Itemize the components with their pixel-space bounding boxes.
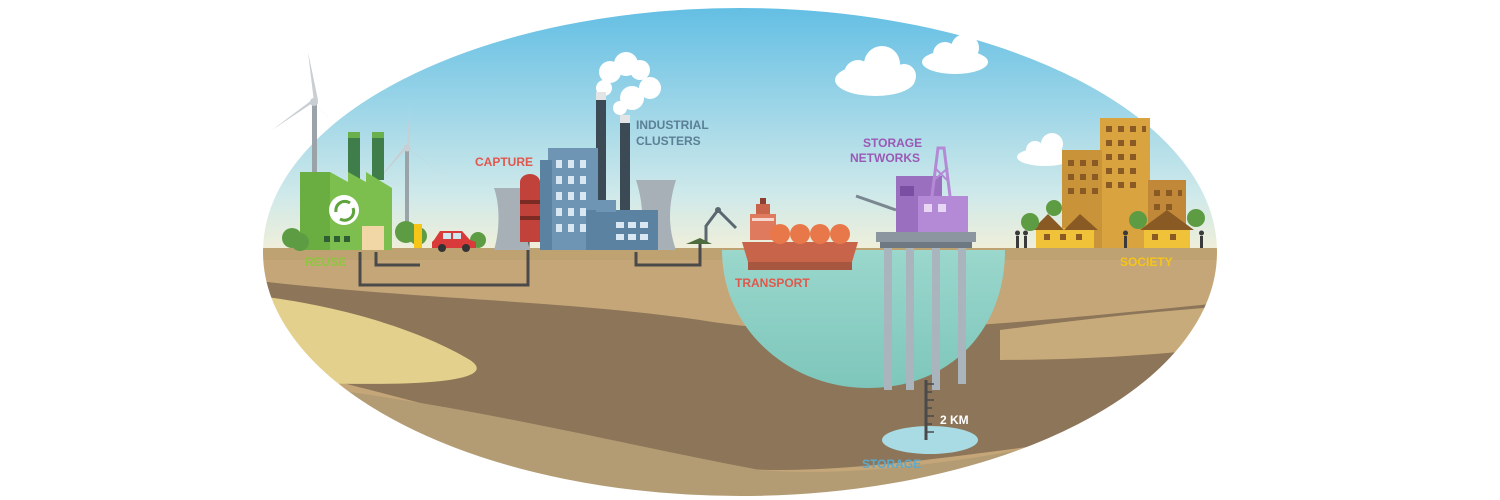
label-society: SOCIETY (1120, 255, 1173, 269)
ship-icon (742, 198, 858, 270)
depth-scale (926, 383, 934, 433)
factory-icon (540, 92, 658, 250)
label-storage: STORAGE (862, 457, 921, 471)
tree-icon (686, 238, 712, 244)
factory-icon (300, 132, 392, 250)
label-storage-networks-1: STORAGE (863, 136, 922, 150)
person-icon (1015, 230, 1204, 248)
recycling-icon (334, 199, 356, 222)
label-depth: 2 KM (940, 413, 969, 427)
storage-reservoir (882, 426, 978, 454)
label-storage-networks-2: NETWORKS (850, 151, 920, 165)
label-industrial-2: CLUSTERS (636, 134, 701, 148)
rig-legs (884, 244, 966, 390)
cloud-icon (1017, 133, 1073, 166)
label-reuse: REUSE (305, 255, 346, 269)
label-transport: TRANSPORT (735, 276, 810, 290)
car-icon (432, 231, 476, 252)
tree-icon (282, 221, 486, 251)
wind-turbine-icon (378, 100, 448, 240)
cloud-icon (835, 46, 916, 96)
house-icon (1032, 210, 1194, 248)
crane-joint (715, 207, 721, 213)
charging-station (414, 224, 422, 248)
oil-rig-icon (855, 146, 976, 248)
label-industrial-1: INDUSTRIAL (636, 118, 709, 132)
cloud-icon (922, 34, 988, 74)
co2-pipeline (358, 230, 702, 287)
smoke (596, 52, 661, 115)
label-capture: CAPTURE (475, 155, 533, 169)
capture-unit (520, 174, 540, 242)
oval-border (261, 6, 1219, 498)
crane-icon (704, 207, 738, 244)
tree-icon (1021, 200, 1205, 231)
